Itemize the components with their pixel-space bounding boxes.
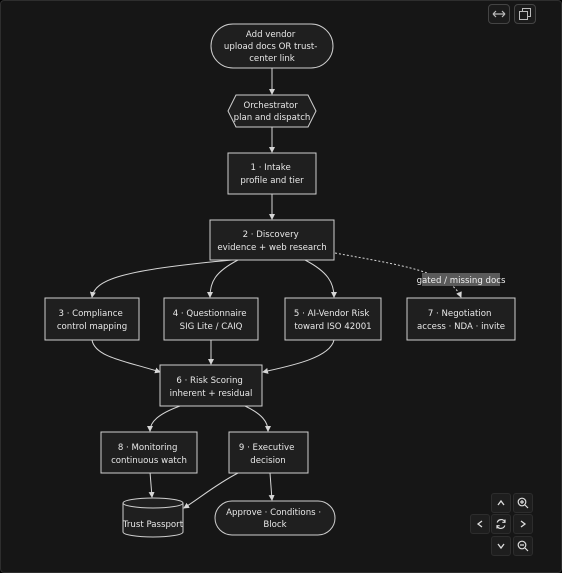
chevron-right-icon bbox=[520, 520, 527, 528]
chevron-up-icon bbox=[497, 499, 505, 506]
edges bbox=[89, 68, 462, 509]
node-negotiation[interactable] bbox=[406, 297, 516, 341]
trust-passport-label: Trust Passport bbox=[122, 520, 184, 530]
node-executive[interactable] bbox=[228, 431, 309, 474]
node-outcome[interactable] bbox=[214, 500, 336, 536]
expand-width-button[interactable] bbox=[488, 4, 510, 24]
negotiation-line1: 7 · Negotiation bbox=[428, 309, 492, 319]
monitoring-line1: 8 · Monitoring bbox=[118, 443, 178, 453]
node-risk-scoring[interactable] bbox=[159, 364, 263, 407]
questionnaire-line1: 4 · Questionnaire bbox=[173, 309, 247, 319]
zoom-out-icon bbox=[517, 540, 529, 552]
node-intake[interactable] bbox=[227, 152, 317, 195]
zoom-in-icon bbox=[517, 497, 529, 509]
node-ai-vendor-risk[interactable] bbox=[284, 297, 382, 341]
edge-discovery-to-airisk bbox=[304, 259, 337, 298]
svg-text:6 · Risk Scoring inherent: 6 · Risk Scoring inherent + residual bbox=[170, 376, 253, 399]
intake-line1: 1 · Intake bbox=[251, 163, 291, 173]
svg-text:Add vendor upload docs OR: Add vendor upload docs OR trust- center … bbox=[224, 30, 320, 64]
svg-text:8 · Monitoring continuous: 8 · Monitoring continuous watch bbox=[111, 443, 187, 466]
node-compliance[interactable] bbox=[44, 297, 140, 341]
add-vendor-line1: Add vendor bbox=[246, 30, 296, 40]
node-discovery[interactable] bbox=[209, 219, 335, 261]
svg-text:4 · Questionnaire SIG Lite: 4 · Questionnaire SIG Lite / CAIQ bbox=[173, 309, 250, 332]
discovery-line2: evidence + web research bbox=[217, 243, 326, 253]
zoom-out-button[interactable] bbox=[513, 536, 533, 556]
edge-executive-to-outcome bbox=[268, 472, 275, 501]
questionnaire-line2: SIG Lite / CAIQ bbox=[180, 322, 243, 332]
edge-airisk-to-scoring bbox=[262, 339, 335, 374]
svg-text:3 · Compliance control map: 3 · Compliance control mapping bbox=[57, 309, 127, 332]
intake-line2: profile and tier bbox=[240, 176, 304, 186]
pan-down-button[interactable] bbox=[491, 536, 511, 556]
pan-left-button[interactable] bbox=[470, 514, 490, 534]
svg-text:9 · Executive decision: 9 · Executive decision bbox=[239, 443, 297, 466]
negotiation-line2: access · NDA · invite bbox=[417, 322, 505, 332]
orchestrator-line1: Orchestrator bbox=[243, 101, 298, 111]
zoom-in-button[interactable] bbox=[513, 493, 533, 513]
edge-label-bg bbox=[422, 273, 500, 286]
svg-text:2 · Discovery evidence + w: 2 · Discovery evidence + web research bbox=[217, 230, 326, 253]
chevron-left-icon bbox=[476, 520, 483, 528]
ai-vendor-risk-line2: toward ISO 42001 bbox=[294, 322, 371, 332]
edge-compliance-to-scoring bbox=[91, 339, 161, 374]
add-vendor-line3: center link bbox=[249, 54, 295, 64]
edge-monitoring-to-passport bbox=[148, 471, 155, 498]
svg-text:7 · Negotiation access · N: 7 · Negotiation access · NDA · invite bbox=[417, 309, 505, 332]
copy-icon bbox=[519, 8, 531, 20]
monitoring-line2: continuous watch bbox=[111, 456, 187, 466]
chevron-down-icon bbox=[497, 543, 505, 550]
pan-right-button[interactable] bbox=[513, 514, 533, 534]
svg-text:Trust Passport: Trust Passport bbox=[122, 520, 184, 530]
edge-scoring-to-executive bbox=[244, 405, 271, 432]
add-vendor-line2: upload docs OR trust- bbox=[224, 42, 317, 52]
outcome-line1: Approve · Conditions · bbox=[226, 508, 321, 518]
svg-text:Orchestrator plan and disp: Orchestrator plan and dispatch bbox=[234, 101, 311, 123]
outcome-line2: Block bbox=[263, 520, 286, 530]
node-questionnaire[interactable] bbox=[163, 297, 259, 341]
compliance-line1: 3 · Compliance bbox=[59, 309, 123, 319]
risk-scoring-line2: inherent + residual bbox=[170, 389, 253, 399]
reset-view-button[interactable] bbox=[491, 514, 511, 534]
executive-line2: decision bbox=[250, 456, 285, 466]
copy-button[interactable] bbox=[514, 4, 536, 24]
discovery-line1: 2 · Discovery bbox=[243, 230, 299, 240]
ai-vendor-risk-line1: 5 · AI-Vendor Risk bbox=[294, 309, 369, 319]
edge-discovery-to-negotiation bbox=[334, 252, 462, 298]
compliance-line2: control mapping bbox=[57, 322, 127, 332]
edge-scoring-to-monitoring bbox=[147, 405, 181, 432]
node-orchestrator[interactable] bbox=[227, 94, 317, 128]
expand-horizontal-icon bbox=[492, 10, 506, 18]
node-trust-passport[interactable] bbox=[122, 497, 184, 538]
reset-icon bbox=[496, 518, 506, 530]
orchestrator-line2: plan and dispatch bbox=[234, 113, 311, 123]
edge-executive-to-passport bbox=[183, 472, 239, 509]
svg-text:5 · AI-Vendor Risk toward: 5 · AI-Vendor Risk toward ISO 42001 bbox=[294, 309, 372, 332]
executive-line1: 9 · Executive bbox=[239, 443, 295, 453]
edge-label-gated: gated / missing docs bbox=[417, 276, 506, 286]
node-monitoring[interactable] bbox=[100, 431, 198, 474]
node-add-vendor[interactable] bbox=[210, 23, 334, 69]
edge-discovery-to-questionnaire bbox=[207, 259, 239, 298]
risk-scoring-line1: 6 · Risk Scoring bbox=[176, 376, 242, 386]
edge-discovery-to-compliance bbox=[89, 259, 233, 298]
svg-text:Approve · Conditions · Blo: Approve · Conditions · Block bbox=[226, 508, 324, 530]
pan-up-button[interactable] bbox=[491, 493, 511, 513]
svg-text:1 · Intake profile and tie: 1 · Intake profile and tier bbox=[240, 163, 304, 186]
